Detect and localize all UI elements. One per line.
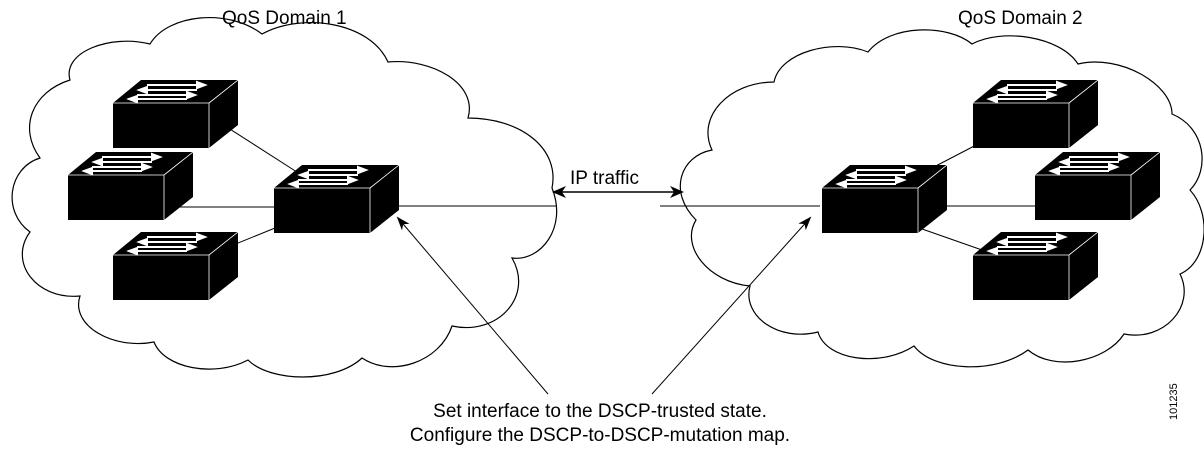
callout-line-1: Set interface to the DSCP-trusted state.: [433, 401, 767, 422]
figure-id: 101235: [1168, 383, 1180, 420]
ip-traffic-arrowhead-right: [670, 186, 684, 198]
domain1-cloud: [11, 16, 558, 378]
callout-arrow-domain1: [396, 216, 549, 395]
ip-traffic-arrowhead-left: [552, 186, 566, 198]
domain1-title: QoS Domain 1: [222, 8, 347, 29]
ip-traffic-label: IP traffic: [570, 168, 639, 189]
domain2-title: QoS Domain 2: [958, 8, 1083, 29]
domain2-cloud: [679, 29, 1204, 368]
switch-icon: [113, 232, 238, 300]
switch-icon: [68, 152, 193, 220]
switch-icon: [822, 165, 947, 233]
callout-arrow-domain2: [651, 216, 812, 395]
callout-line-2: Configure the DSCP-to-DSCP-mutation map.: [409, 425, 791, 446]
switch-icon: [1035, 152, 1160, 220]
switch-icon: [973, 232, 1098, 300]
switch-icon: [113, 80, 238, 148]
switch-icon: [973, 80, 1098, 148]
callout-text: Set interface to the DSCP-trusted state.…: [300, 400, 900, 448]
switch-icon: [274, 165, 399, 233]
